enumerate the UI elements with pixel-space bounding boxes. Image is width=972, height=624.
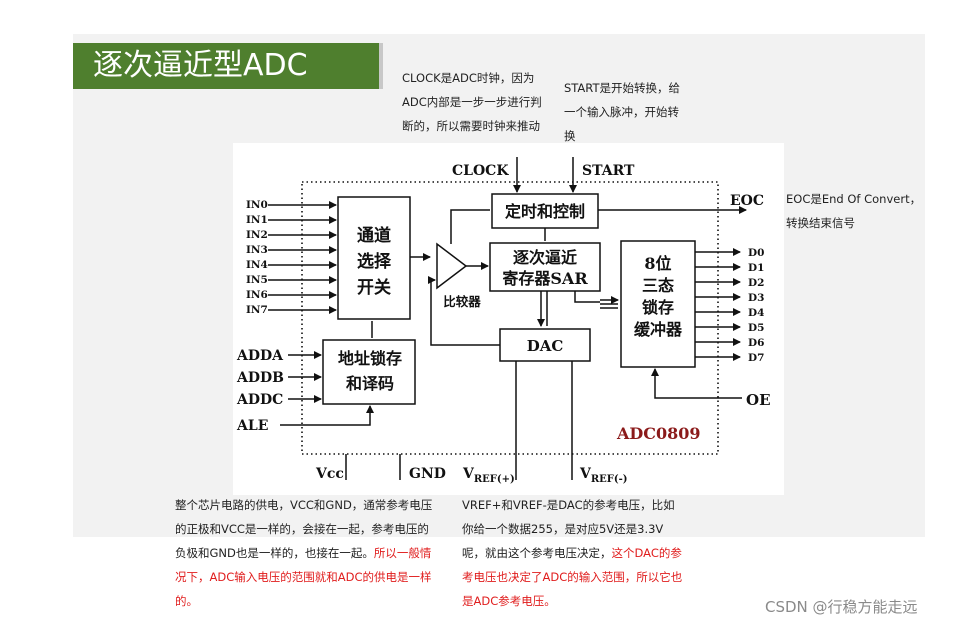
buffer-label-line: 锁存 (642, 298, 674, 317)
slide-title: 逐次逼近型ADC (73, 43, 379, 89)
start-pin-label: START (582, 163, 635, 179)
address-latch-block (322, 339, 416, 405)
dac-block (499, 328, 591, 362)
mux-label-line: 开关 (357, 277, 391, 298)
address-pin-label-ale: ALE (236, 418, 268, 434)
vref-note: VREF+和VREF-是DAC的参考电压，比如你给一个数据255，是对应5V还是… (462, 493, 686, 613)
vref-minus-pin-label: VREF(-) (579, 466, 628, 485)
sar-block (489, 242, 601, 292)
timing-control-block (491, 193, 599, 229)
chip-outline (301, 181, 719, 455)
input-label-in7: IN7 (246, 304, 268, 316)
output-label-d7: D7 (748, 352, 764, 364)
input-label-in6: IN6 (246, 289, 268, 301)
power-note: 整个芯片电路的供电，VCC和GND，通常参考电压的正极和VCC是一样的，会接在一… (175, 493, 437, 613)
eoc-note: EOC是End Of Convert，转换结束信号 (786, 192, 922, 230)
power-note-highlight: 所以一般情况下，ADC输入电压的范围就和ADC的供电是一样的。 (175, 546, 432, 608)
oe-wire (651, 368, 742, 399)
input-label-in1: IN1 (246, 214, 268, 226)
address-pin-label-addb: ADDB (236, 370, 284, 386)
comparator-label: 比较器 (443, 294, 481, 309)
buffer-label-line: 缓冲器 (633, 320, 683, 339)
output-label-d4: D4 (748, 307, 764, 319)
title-shadow (379, 43, 383, 89)
watermark: CSDN @行稳方能走远 (765, 598, 918, 616)
vref-note-highlight: 这个DAC的参考电压也决定了ADC的输入范围，所以它也是ADC参考电压。 (462, 546, 683, 608)
sar-label-line: 寄存器SAR (502, 269, 588, 288)
output-label-d3: D3 (748, 292, 764, 304)
output-label-d6: D6 (748, 337, 764, 349)
mux-label-line: 通道 (357, 225, 391, 246)
latch-label-line: 地址锁存 (338, 349, 402, 368)
eoc-pin-label: EOC (730, 193, 764, 209)
output-label-d2: D2 (748, 277, 764, 289)
sar-bus-bend (574, 291, 600, 303)
input-label-in5: IN5 (246, 274, 268, 286)
dac-feedback-wire (428, 276, 500, 346)
buffer-label-line: 8位 (644, 254, 671, 273)
mux-label-line: 选择 (357, 251, 392, 272)
latch-label-line: 和译码 (346, 374, 394, 393)
input-label-in0: IN0 (246, 199, 268, 211)
chip-name-label: ADC0809 (616, 424, 701, 443)
output-label-d0: D0 (748, 247, 764, 259)
input-label-in4: IN4 (246, 259, 268, 271)
vref-plus-pin-label: VREF(+) (462, 466, 515, 485)
start-note: START是开始转换，给一个输入脉冲，开始转换 (564, 81, 680, 143)
clock-pin-label: CLOCK (452, 163, 509, 179)
dac-label: DAC (527, 337, 564, 355)
output-buffer-block (620, 240, 696, 368)
output-label-d1: D1 (748, 262, 764, 274)
comparator-symbol (436, 242, 468, 290)
output-label-d5: D5 (748, 322, 764, 334)
timing-control-label: 定时和控制 (504, 202, 585, 221)
clock-note: CLOCK是ADC时钟，因为ADC内部是一步一步进行判断的，所以需要时钟来推动这… (402, 71, 542, 157)
control-to-comparator-wire (450, 209, 490, 244)
sar-label-line: 逐次逼近 (513, 248, 577, 267)
vref-note-text: VREF+和VREF-是DAC的参考电压，比如你给一个数据255，是对应5V还是… (462, 498, 675, 560)
power-note-text: 整个芯片电路的供电，VCC和GND，通常参考电压的正极和VCC是一样的，会接在一… (175, 498, 433, 560)
address-pin-label-adda: ADDA (236, 348, 284, 364)
buffer-label-line: 三态 (642, 276, 674, 295)
oe-pin-label: OE (746, 391, 771, 409)
mux-block (337, 196, 411, 320)
gnd-pin-label: GND (409, 466, 446, 482)
ale-wire (280, 405, 374, 426)
vcc-pin-label: Vcc (315, 466, 344, 482)
input-label-in3: IN3 (246, 244, 268, 256)
address-pin-label-addc: ADDC (236, 392, 283, 408)
input-label-in2: IN2 (246, 229, 268, 241)
